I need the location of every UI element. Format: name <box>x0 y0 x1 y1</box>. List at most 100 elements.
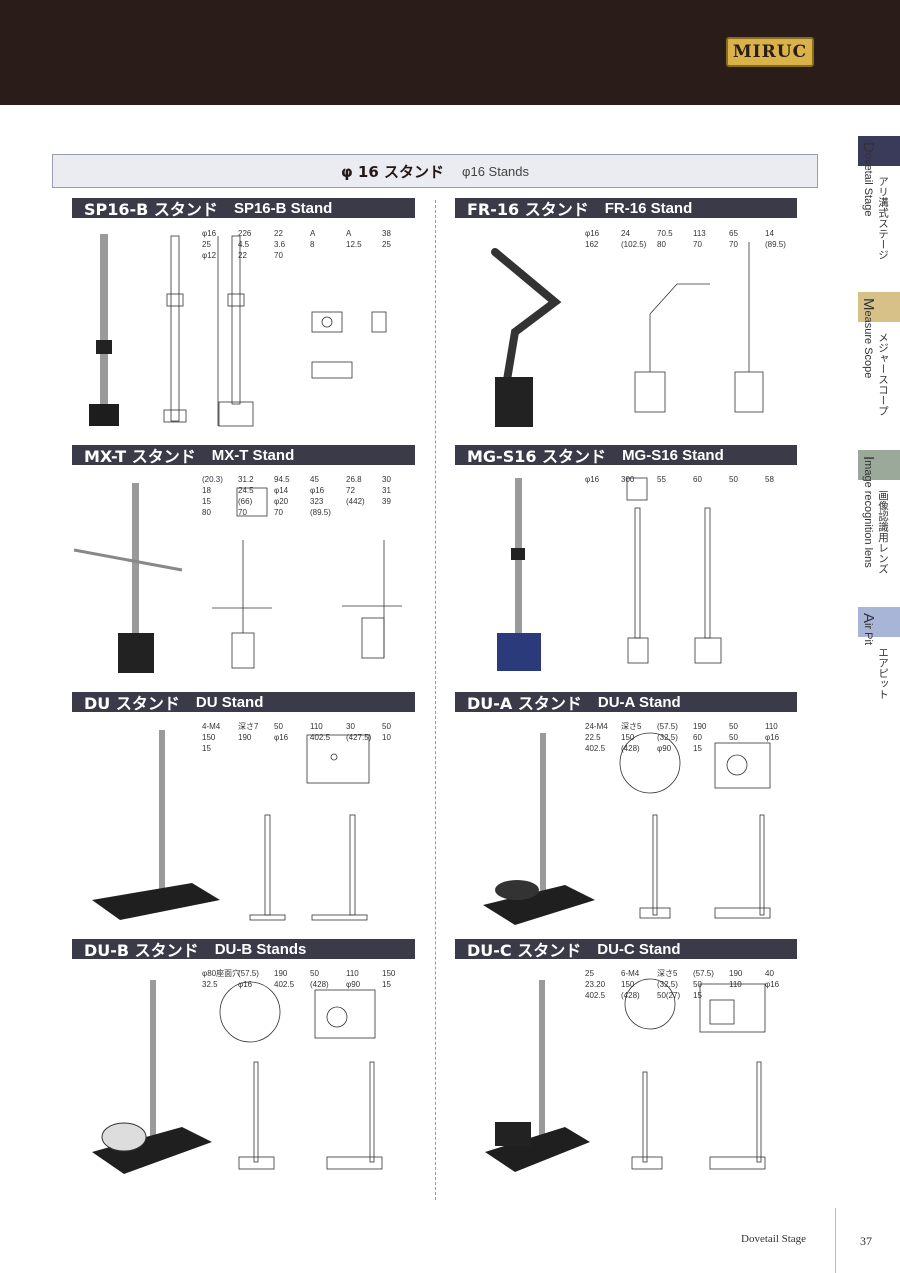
section-header-fr16: FR-16 スタンド FR-16 Stand <box>455 198 797 219</box>
section-title-en: MX-T Stand <box>211 446 295 464</box>
dimension-label: 22 <box>274 229 283 238</box>
dimension-label: (57.5) <box>657 722 678 731</box>
dimension-label: (102.5) <box>621 240 647 249</box>
dimension-label: 190 <box>238 733 252 742</box>
side-tab-jp-label: メジャースコープ <box>877 332 889 416</box>
section-header-dua: DU-A スタンド DU-A Stand <box>455 692 797 713</box>
section-title-jp: DU-B スタンド <box>84 941 199 960</box>
dimension-label: 24-M4 <box>585 722 608 731</box>
du-side-view <box>311 814 368 921</box>
side-tab-initial: M <box>860 298 877 311</box>
side-tab-color-bar <box>858 292 900 322</box>
page-title: φ 16 スタンド φ16 Stands <box>52 154 818 188</box>
side-tab-en-label: Image recognition lens <box>860 456 877 568</box>
base-plate-photo <box>92 883 220 920</box>
dimension-label: φ16 <box>765 733 780 742</box>
section-title-en: FR-16 Stand <box>604 199 693 217</box>
section-title-jp: DU スタンド <box>84 694 180 713</box>
dimension-label: 30 <box>382 475 391 484</box>
section-title-jp: DU-A スタンド <box>467 694 582 713</box>
dimension-label: 162 <box>585 240 599 249</box>
side-tab-initial: I <box>860 456 877 461</box>
dimension-label: 31.2 <box>238 475 254 484</box>
dimension-label: 18 <box>202 486 211 495</box>
dimension-label: 50 <box>382 722 391 731</box>
dimension-label: 50 <box>310 969 319 978</box>
rod-clamp-photo <box>511 548 525 560</box>
section-title-jp: FR-16 スタンド <box>467 200 589 219</box>
dimension-label: 190 <box>274 969 288 978</box>
base-plate-photo <box>485 1127 590 1172</box>
dimension-label: 12.5 <box>346 240 362 249</box>
dimension-label: φ16 <box>310 486 325 495</box>
dimension-label: 25 <box>202 240 211 249</box>
dimension-label: 25 <box>382 240 391 249</box>
dimension-label: (20.3) <box>202 475 223 484</box>
cross-arm-photo <box>73 548 183 572</box>
side-tab-dovetail-stage[interactable]: Dovetail Stage アリ溝式ステージ <box>858 136 900 276</box>
side-tab-jp-label: アリ溝式ステージ <box>877 176 889 260</box>
dub-top-view <box>219 981 376 1043</box>
dimension-label: 65 <box>729 229 738 238</box>
dimension-label: 150 <box>382 969 396 978</box>
dimension-label: 26.8 <box>346 475 362 484</box>
dimension-label: (57.5) <box>238 969 259 978</box>
fr16-side-view <box>734 242 764 413</box>
dimension-label: φ90 <box>657 744 672 753</box>
dimension-label: A <box>346 229 352 238</box>
dimension-label: 14 <box>765 229 774 238</box>
dimension-label: 70 <box>729 240 738 249</box>
side-tab-measure-scope[interactable]: Measure Scope メジャースコープ <box>858 292 900 432</box>
dimension-label: φ16 <box>202 229 217 238</box>
stand-rod-photo <box>540 733 546 908</box>
section-title-en: SP16-B Stand <box>233 199 333 217</box>
dimension-label: 72 <box>346 486 355 495</box>
stand-rod-photo <box>150 980 156 1155</box>
side-tab-jp-label: エアピット <box>877 647 889 700</box>
page-title-jp: φ 16 スタンド <box>340 162 445 181</box>
logo-text: MIRUC <box>732 42 808 62</box>
section-title-jp: SP16-B スタンド <box>84 200 218 219</box>
side-tab-en-label: Air Pit <box>860 613 877 645</box>
dimension-label: 150 <box>621 733 635 742</box>
dua-top-view <box>619 732 771 794</box>
section-title-en: DU-B Stands <box>214 940 307 958</box>
dimension-label: φ80座面穴 <box>202 968 240 978</box>
dimension-label: 40 <box>765 969 774 978</box>
section-title-en: DU-A Stand <box>597 693 681 711</box>
stand-rod-photo <box>100 234 108 409</box>
dimension-label: 15 <box>202 744 211 753</box>
dimension-label: 70 <box>693 240 702 249</box>
rod-clamp-photo <box>96 340 112 354</box>
section-title-jp: MG-S16 スタンド <box>467 447 607 466</box>
side-tab-initial: A <box>860 613 877 624</box>
dimension-label: 6-M4 <box>621 969 640 978</box>
section-header-sp16b: SP16-B スタンド SP16-B Stand <box>72 198 415 219</box>
stand-rod-photo <box>159 730 165 905</box>
dimension-label: (428) <box>621 744 640 753</box>
dimension-label: 50 <box>693 980 702 989</box>
side-tab-en-label: Measure Scope <box>860 298 877 378</box>
rotary-stage-photo <box>101 1122 147 1152</box>
dimension-label: 15 <box>693 744 702 753</box>
dimension-label: φ16 <box>238 980 253 989</box>
mxt-front-view <box>212 487 272 669</box>
dimension-label: (57.5) <box>693 969 714 978</box>
side-tab-image-recognition-lens[interactable]: Image recognition lens 画像認識用レンズ <box>858 450 900 595</box>
dimension-label: 15 <box>693 991 702 1000</box>
dimension-label: 30 <box>346 722 355 731</box>
dimension-label: 402.5 <box>274 980 295 989</box>
dimension-label: φ90 <box>346 980 361 989</box>
side-tab-air-pit[interactable]: Air Pit エアピット <box>858 607 900 707</box>
dimension-label: φ12 <box>202 251 217 260</box>
